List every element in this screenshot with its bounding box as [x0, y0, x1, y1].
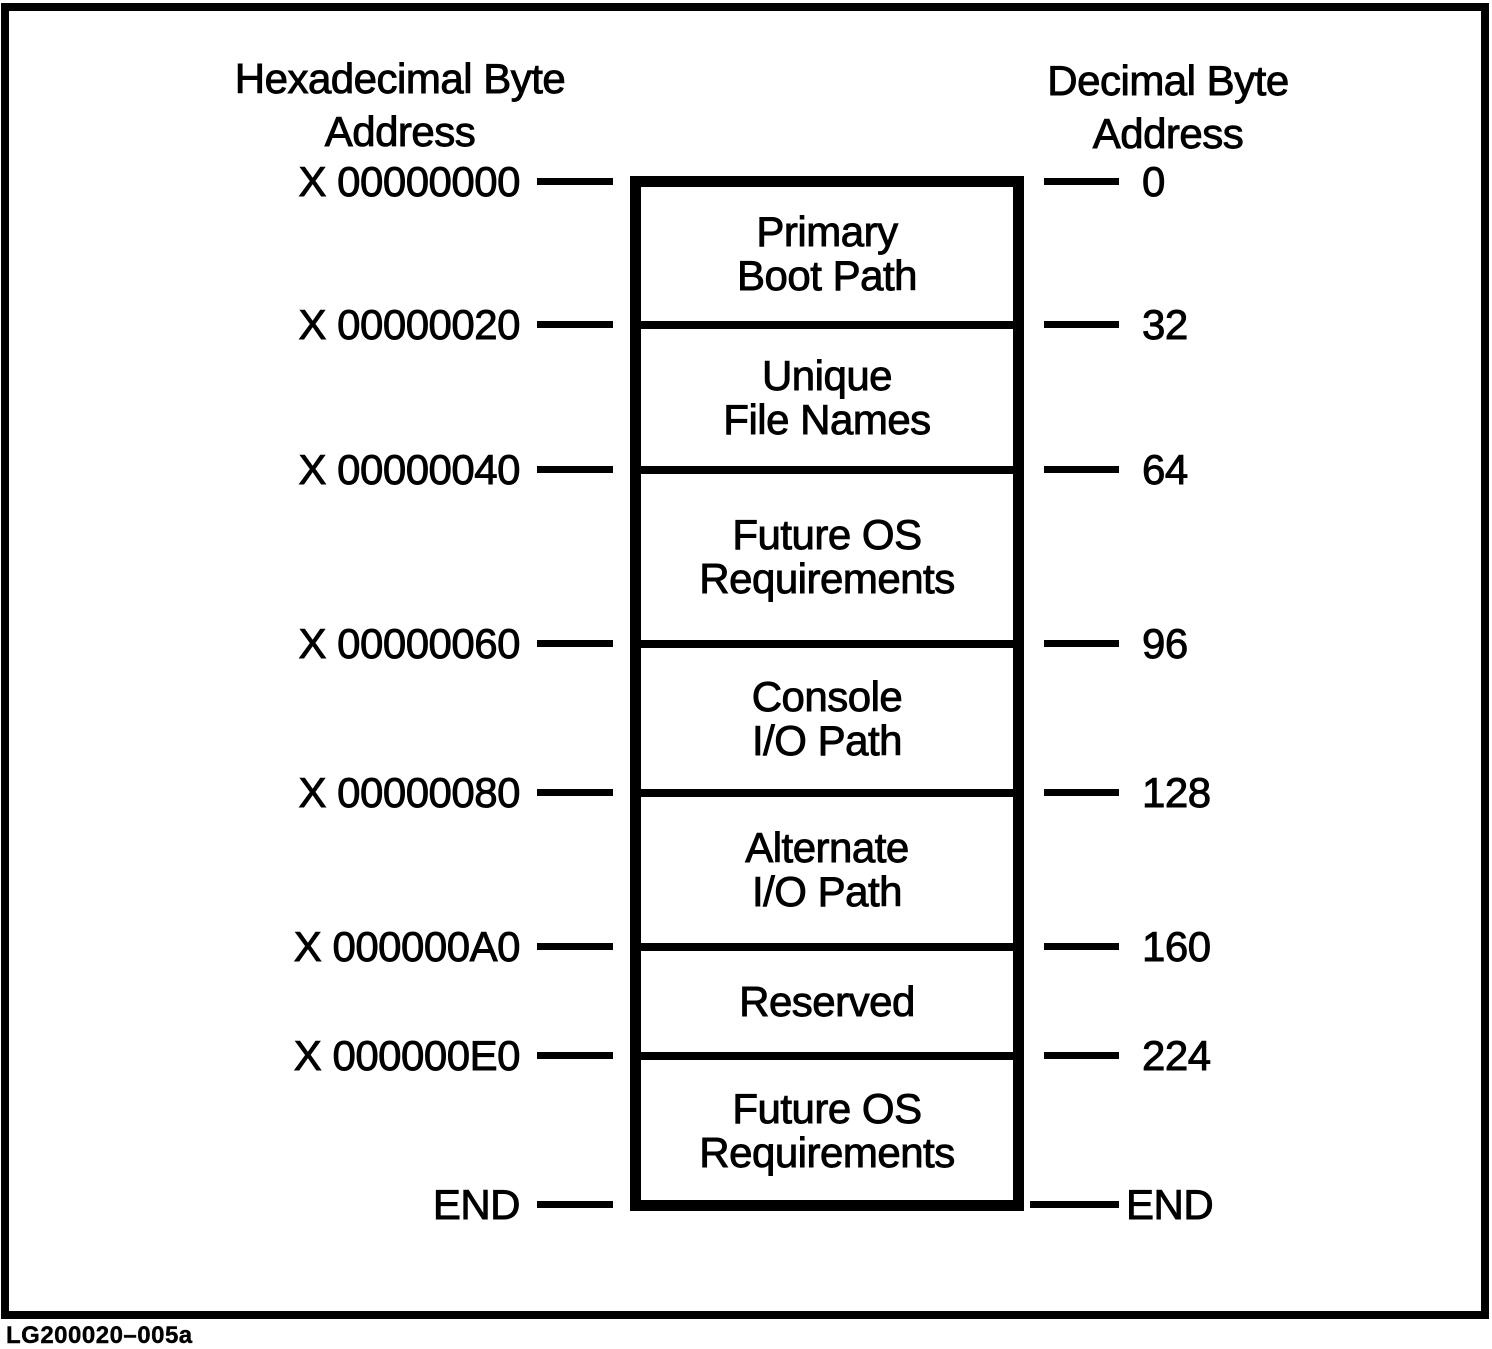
left-tick-6 [537, 1052, 613, 1059]
dec-address-label-2: 64 [1142, 446, 1189, 493]
region-divider [641, 1052, 1013, 1060]
region-label-line: I/O Path [751, 716, 903, 764]
hex-address-header-line2: Address [324, 108, 476, 156]
dec-address-label-3: 96 [1142, 620, 1189, 667]
region-primary-boot-path: Primary Boot Path [641, 182, 1013, 325]
region-alternate-io-path: Alternate I/O Path [641, 793, 1013, 947]
dec-address-label-0: 0 [1142, 158, 1166, 205]
hex-address-label-6: X 000000E0 [293, 1032, 521, 1079]
region-label-line: Console [751, 672, 903, 720]
region-label-line: Requirements [699, 555, 956, 602]
hex-address-label-1: X 00000020 [298, 301, 521, 348]
right-tick-1 [1044, 321, 1119, 328]
region-divider [641, 789, 1013, 797]
region-label-line: I/O Path [751, 868, 903, 915]
hex-address-label-2: X 00000040 [298, 446, 521, 493]
region-divider [641, 640, 1013, 648]
right-tick-0 [1044, 178, 1119, 185]
hex-address-label-4: X 00000080 [298, 769, 521, 816]
memory-map-box [630, 176, 1024, 1211]
region-label-line: File Names [723, 395, 932, 443]
region-label-line: Future OS [732, 511, 923, 558]
dec-address-header-line1: Decimal Byte [1047, 57, 1290, 105]
hex-address-label-7: END [432, 1181, 521, 1228]
dec-address-label-1: 32 [1142, 301, 1189, 348]
dec-address-header-line2: Address [1092, 110, 1244, 158]
region-label-line: Boot Path [737, 251, 918, 299]
right-tick-7 [1030, 1201, 1119, 1208]
region-label-line: Future OS [732, 1084, 923, 1132]
left-tick-1 [537, 321, 613, 328]
dec-address-header: Decimal Byte Address [1040, 54, 1296, 160]
right-tick-6 [1044, 1052, 1119, 1059]
region-label-line: Requirements [699, 1128, 956, 1176]
hex-address-header-line1: Hexadecimal Byte [234, 55, 566, 103]
region-label-line: Unique [761, 351, 893, 399]
region-label-line: Reserved [739, 977, 916, 1025]
right-tick-3 [1044, 640, 1119, 647]
region-future-os-requirements-2: Future OS Requirements [641, 1056, 1013, 1205]
region-divider [641, 943, 1013, 951]
region-console-io-path: Console I/O Path [641, 644, 1013, 793]
right-tick-5 [1044, 943, 1119, 950]
hex-address-header: Hexadecimal Byte Address [220, 52, 580, 158]
left-tick-7 [537, 1201, 613, 1208]
hex-address-label-5: X 000000A0 [293, 923, 521, 970]
dec-address-label-7: END [1126, 1181, 1215, 1228]
left-tick-2 [537, 466, 613, 473]
dec-address-label-5: 160 [1142, 923, 1212, 970]
dec-address-label-4: 128 [1142, 769, 1212, 816]
region-label-line: Primary [756, 207, 899, 255]
dec-address-label-6: 224 [1142, 1032, 1212, 1079]
region-unique-file-names: Unique File Names [641, 325, 1013, 470]
left-tick-3 [537, 640, 613, 647]
hex-address-label-3: X 00000060 [298, 620, 521, 667]
right-tick-2 [1044, 466, 1119, 473]
hex-address-label-0: X 00000000 [298, 158, 521, 205]
region-label-line: Alternate [745, 824, 910, 871]
region-reserved: Reserved [641, 947, 1013, 1056]
left-tick-5 [537, 943, 613, 950]
figure-caption: LG200020–005a [6, 1322, 193, 1349]
right-tick-4 [1044, 789, 1119, 796]
left-tick-4 [537, 789, 613, 796]
left-tick-0 [537, 178, 613, 185]
region-divider [641, 466, 1013, 474]
region-future-os-requirements-1: Future OS Requirements [641, 470, 1013, 644]
region-divider [641, 321, 1013, 329]
